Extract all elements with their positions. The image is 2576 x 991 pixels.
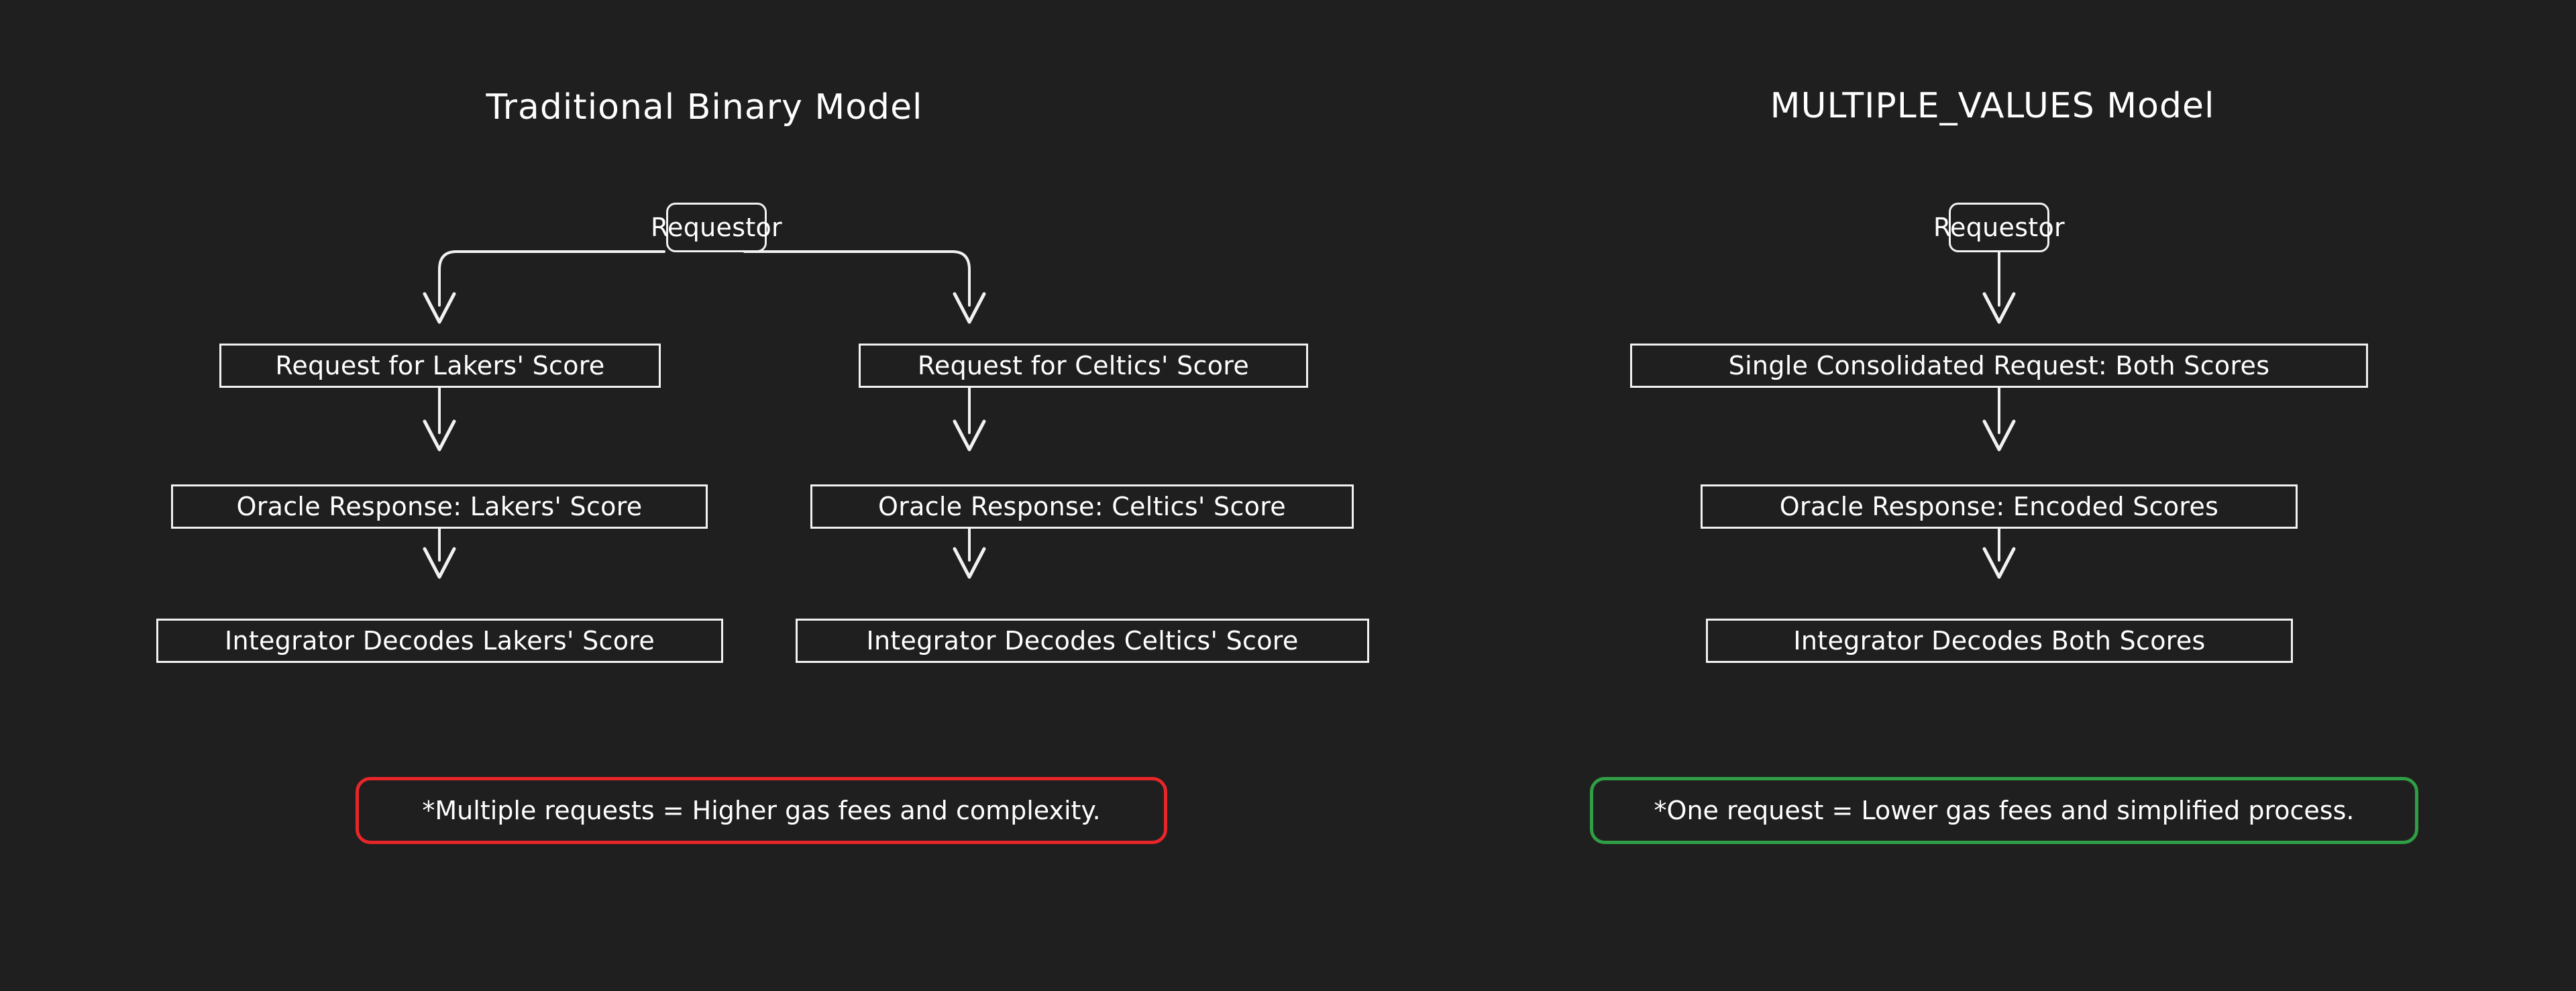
node-consolidated-request[interactable]: Single Consolidated Request: Both Scores [1630, 344, 2368, 388]
arrowhead-encoded-response [1982, 419, 2016, 452]
arrowhead-celtics-decode [953, 547, 986, 579]
edge-requestor-to-lakers-request [438, 250, 665, 307]
node-celtics-decode[interactable]: Integrator Decodes Celtics' Score [796, 619, 1369, 663]
node-encoded-response[interactable]: Oracle Response: Encoded Scores [1701, 484, 2298, 529]
arrowhead-lakers-decode [423, 547, 456, 579]
left-panel-title: Traditional Binary Model [486, 87, 923, 127]
arrowhead-decode-both [1982, 547, 2016, 579]
edge-requestor-to-celtics-request [743, 250, 971, 307]
node-left-requestor[interactable]: Requestor [651, 203, 782, 252]
node-celtics-response[interactable]: Oracle Response: Celtics' Score [810, 484, 1354, 529]
node-decode-both-scores[interactable]: Integrator Decodes Both Scores [1706, 619, 2293, 663]
callout-multiple-requests-note: *Multiple requests = Higher gas fees and… [356, 777, 1167, 844]
arrowhead-consolidated-request [1982, 292, 2016, 324]
arrowhead-lakers-request [423, 292, 456, 324]
arrowhead-lakers-response [423, 419, 456, 452]
arrowhead-celtics-response [953, 419, 986, 452]
node-lakers-decode[interactable]: Integrator Decodes Lakers' Score [156, 619, 723, 663]
node-lakers-request[interactable]: Request for Lakers' Score [219, 344, 661, 388]
arrowhead-celtics-request [953, 292, 986, 324]
callout-one-request-note: *One request = Lower gas fees and simpli… [1590, 777, 2418, 844]
panel-traditional-binary-model: Traditional Binary Model Requestor Reque… [156, 87, 1369, 844]
panel-multiple-values-model: MULTIPLE_VALUES Model Requestor Single C… [1409, 0, 2576, 991]
right-panel-title: MULTIPLE_VALUES Model [1770, 86, 2215, 126]
node-right-requestor[interactable]: Requestor [1933, 203, 2065, 252]
node-lakers-response[interactable]: Oracle Response: Lakers' Score [171, 484, 708, 529]
node-celtics-request[interactable]: Request for Celtics' Score [859, 344, 1308, 388]
